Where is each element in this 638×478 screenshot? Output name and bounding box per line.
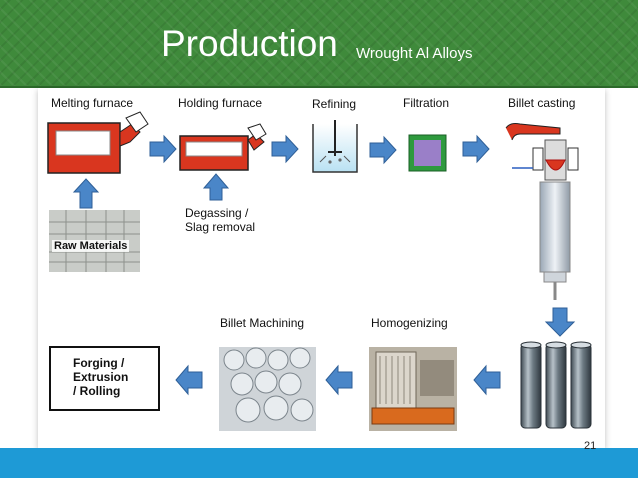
arrow-up-raw-materials: [72, 178, 100, 209]
label-filtration: Filtration: [403, 96, 450, 110]
final-processes-box: Forging / Extrusion / Rolling: [49, 346, 160, 411]
label-homogenizing: Homogenizing: [371, 316, 448, 330]
arrow-down-billets: [544, 307, 576, 337]
arrow-right-4: [462, 134, 490, 164]
label-melting-furnace: Melting furnace: [51, 96, 134, 110]
header-banner: Production Wrought Al Alloys: [0, 0, 638, 88]
arrow-right-2: [271, 134, 299, 164]
melting-furnace-icon: [47, 111, 149, 174]
label-billet-casting: Billet casting: [508, 96, 576, 110]
billets-image: [520, 341, 592, 429]
label-refining: Refining: [312, 97, 357, 111]
ceramic-filter-icon: [408, 134, 447, 172]
billet-casting-icon: [505, 123, 579, 300]
arrow-left-1: [473, 364, 501, 396]
slide-subtitle: Wrought Al Alloys: [356, 45, 473, 62]
slide-title: Production: [161, 23, 338, 64]
footer-bar: [0, 448, 638, 478]
label-raw-materials: Raw Materials: [52, 240, 130, 252]
refining-vessel-icon: [312, 120, 358, 173]
page-number: 21: [584, 440, 597, 452]
holding-furnace-icon: [179, 123, 267, 171]
arrow-up-degassing: [202, 173, 230, 201]
billet-machining-image: [219, 347, 316, 431]
arrow-right-1: [149, 134, 177, 164]
label-holding-furnace: Holding furnace: [178, 96, 263, 110]
arrow-right-3: [369, 135, 397, 165]
label-billet-machining: Billet Machining: [220, 316, 305, 330]
arrow-left-2: [325, 364, 353, 396]
label-degassing: Degassing / Slag removal: [185, 206, 256, 234]
homogenizing-furnace-image: [369, 347, 457, 431]
arrow-left-3: [175, 364, 203, 396]
